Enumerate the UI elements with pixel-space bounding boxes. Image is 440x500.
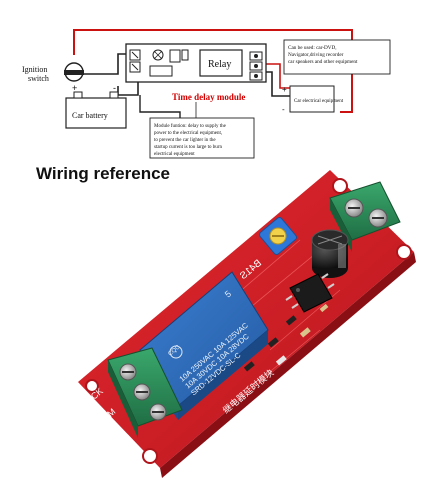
equipment-plus: + <box>282 85 287 94</box>
terminal-block-left <box>107 347 183 438</box>
ic-chip <box>285 273 335 313</box>
black-wire-ignition <box>82 53 126 75</box>
black-wire-ground <box>117 78 139 96</box>
battery-label: Car battery <box>72 111 108 120</box>
relay-board: 继电器延时模块 B41S CQC 5 10A 250VAC 10A 125VAC… <box>78 170 416 478</box>
note-right-line: Can be used: car-DVD, <box>288 45 337 51</box>
note-bottom-line: power to the electrical equipment, <box>154 131 222 136</box>
note-bottom-line: Module funtion: delay to supply the <box>154 124 227 129</box>
smd-components <box>243 303 329 372</box>
switch-label: switch <box>28 74 49 83</box>
red-wire-equipment <box>265 63 290 89</box>
car-electrical-equipment: + - Car electrical equipment <box>282 85 344 114</box>
note-bottom-line: electrical equipment <box>154 152 195 157</box>
battery-plus: + <box>72 83 77 93</box>
delay-module-diagram: Relay <box>125 43 267 83</box>
trim-potentiometer <box>259 217 297 255</box>
car-battery: + - Car battery <box>65 83 127 129</box>
red-wire-top <box>73 29 353 113</box>
relay-diagram-label: Relay <box>208 59 231 70</box>
black-wire-equipment <box>265 71 290 97</box>
relay-rating: 5 <box>223 289 233 300</box>
electrolytic-capacitor <box>311 229 349 278</box>
note-right-line: car speakers and other equipment <box>288 59 358 65</box>
note-bottom: Module funtion: delay to supply the power… <box>149 102 255 159</box>
ignition-label: Ignition <box>22 65 47 74</box>
svg-text:Module funtion: delay to suppl: Module funtion: delay to supply the power… <box>154 124 227 157</box>
battery-minus: - <box>113 83 116 93</box>
ignition-switch: Ignition switch <box>22 62 84 83</box>
black-wire-bottom <box>139 95 181 118</box>
note-right-line: Navigator,driving recorder <box>288 52 344 58</box>
module-label: Time delay module <box>172 92 245 102</box>
equipment-label: Car electrical equipment <box>294 99 344 104</box>
wiring-diagram: Ignition switch + - Car battery <box>22 29 391 159</box>
svg-text:Can be used: car-DVD,Navigator: Can be used: car-DVD,Navigator,driving r… <box>288 45 358 65</box>
note-bottom-line: to prevent the car lighter in the <box>154 138 216 143</box>
note-right: Can be used: car-DVD,Navigator,driving r… <box>283 39 391 75</box>
equipment-minus: - <box>282 105 285 114</box>
wiring-reference-heading: Wiring reference <box>36 164 170 183</box>
terminal-label-cb: CB <box>107 434 123 450</box>
note-bottom-line: startup current is too large to burn <box>154 145 222 150</box>
